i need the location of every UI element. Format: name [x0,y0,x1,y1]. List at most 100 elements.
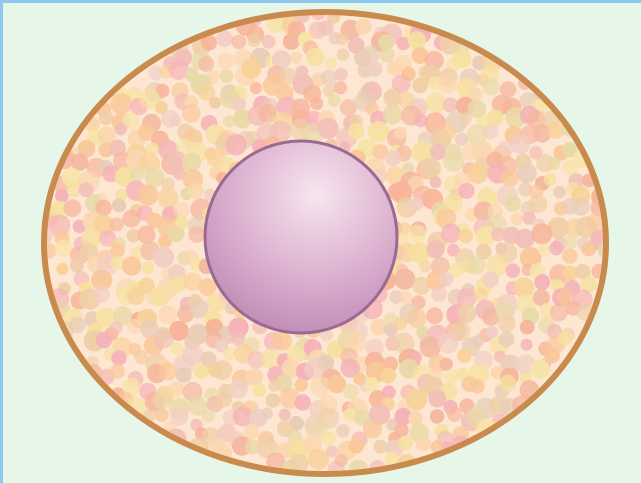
granule [337,48,349,60]
granule [430,409,445,424]
granule [387,61,402,76]
granule [482,78,499,95]
granule [310,97,323,110]
granule [246,369,263,386]
granule [335,454,348,467]
granule [521,339,533,351]
granule [534,274,550,290]
granule [398,436,413,451]
granule [198,56,214,72]
granule [110,364,125,379]
granule [365,377,379,391]
granule [409,225,427,243]
granule [482,271,499,288]
granule [538,244,551,257]
granule [439,76,457,94]
nucleus [205,141,397,333]
granule [216,392,232,408]
granule [470,379,485,394]
granule [515,229,535,249]
granule [283,33,300,50]
granule [511,134,531,154]
granule [457,348,472,363]
granule [225,134,247,156]
granule [112,198,126,212]
granule [394,269,415,290]
granule [171,342,184,355]
granule [362,46,380,64]
granule [399,291,412,304]
granule [241,59,261,79]
granule [294,394,311,411]
granule [452,49,471,68]
granule [325,57,337,69]
granule [110,217,124,231]
granule [558,331,573,346]
granule [383,104,403,124]
granule [379,47,394,62]
granule [380,368,396,384]
granule [455,133,469,147]
granule [182,344,204,366]
granule [506,263,521,278]
granule [322,431,337,446]
granule [367,61,382,76]
granule [458,304,477,323]
granule [550,304,568,322]
granule [572,197,590,215]
granule [328,95,341,108]
granule [279,409,291,421]
granule [199,278,217,296]
granule [430,176,442,188]
granule [582,242,596,256]
granule [443,97,458,112]
granule [122,210,140,228]
granule [499,331,515,347]
granule [216,30,233,47]
granule [426,307,443,324]
granule [262,35,276,49]
granule [409,242,430,263]
granule [406,389,427,410]
granule [334,68,347,81]
granule [306,48,324,66]
granule [517,163,537,183]
granule [410,198,423,211]
granule [471,335,483,347]
granule [530,360,549,379]
granule [474,287,489,302]
granule [458,229,473,244]
granule [442,125,457,140]
granule [232,35,247,50]
granule [153,247,174,268]
granule [250,82,262,94]
granule [340,99,357,116]
granule [466,255,485,274]
granule [229,380,248,399]
granule [459,112,472,125]
granule [194,364,209,379]
granule [153,391,171,409]
granule [218,53,235,70]
granule [111,350,126,365]
granule [137,226,155,244]
granule [151,287,170,306]
granule [137,184,158,205]
granule [564,235,578,249]
granule [459,183,475,199]
granule [99,111,114,126]
granule [155,408,169,422]
granule [110,321,123,334]
granule [334,81,347,94]
granule [385,150,401,166]
granule [96,332,112,348]
granule [64,199,82,217]
granule [368,121,389,142]
granule [159,363,177,381]
granule [553,186,566,199]
granule [363,419,382,438]
granule [209,97,221,109]
granule [169,381,185,397]
granule [295,378,308,391]
